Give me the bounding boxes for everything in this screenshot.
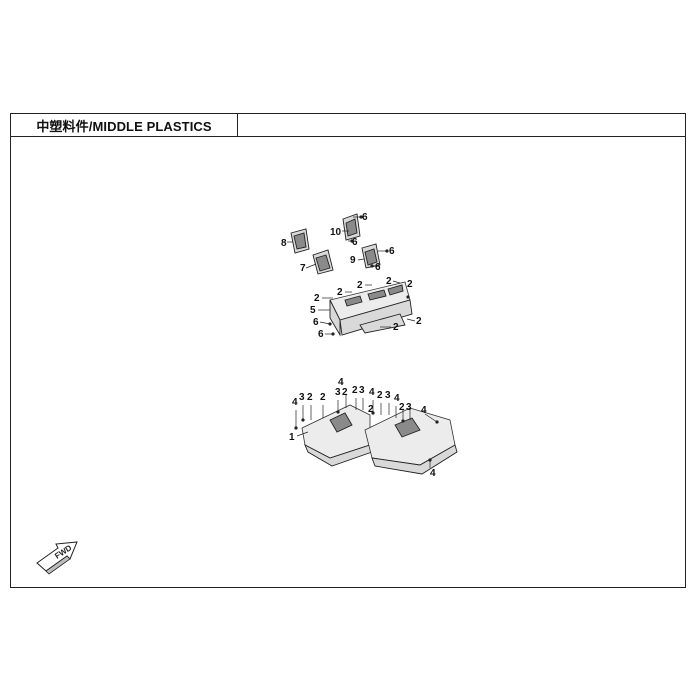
callout-2: 2 bbox=[357, 280, 363, 291]
callout-2: 2 bbox=[314, 293, 320, 304]
callout-4: 4 bbox=[421, 405, 427, 416]
fasteners bbox=[294, 215, 439, 462]
callout-4: 4 bbox=[369, 387, 375, 398]
callout-6: 6 bbox=[362, 212, 368, 223]
callout-9: 9 bbox=[350, 255, 356, 266]
callout-2: 2 bbox=[342, 387, 348, 398]
fwd-arrow: FWD bbox=[36, 541, 78, 575]
callout-6: 6 bbox=[389, 246, 395, 257]
callout-2: 2 bbox=[386, 276, 392, 287]
callout-2: 2 bbox=[352, 385, 358, 396]
callout-2: 2 bbox=[307, 392, 313, 403]
leader-lines bbox=[287, 216, 438, 468]
callout-4: 4 bbox=[292, 397, 298, 408]
callout-3: 3 bbox=[406, 402, 412, 413]
callout-4: 4 bbox=[338, 377, 344, 388]
callout-2: 2 bbox=[407, 279, 413, 290]
floor-panel-left bbox=[301, 404, 373, 467]
callout-2: 2 bbox=[320, 392, 326, 403]
callout-2: 2 bbox=[368, 404, 374, 415]
part-8-bracket bbox=[290, 228, 310, 254]
part-10-bracket bbox=[342, 213, 361, 241]
title-box: 中塑料件/MIDDLE PLASTICS bbox=[10, 113, 238, 137]
callout-2: 2 bbox=[393, 322, 399, 333]
callout-2: 2 bbox=[416, 316, 422, 327]
callout-3: 3 bbox=[359, 385, 365, 396]
page-title: 中塑料件/MIDDLE PLASTICS bbox=[36, 118, 212, 134]
part-7-vent bbox=[312, 249, 334, 275]
callout-4: 4 bbox=[394, 393, 400, 404]
title-divider bbox=[10, 136, 686, 137]
callout-3: 3 bbox=[335, 387, 341, 398]
callout-10: 10 bbox=[330, 227, 342, 238]
callout-3: 3 bbox=[385, 390, 391, 401]
callout-7: 7 bbox=[300, 263, 306, 274]
callout-5: 5 bbox=[310, 305, 316, 316]
callout-8: 8 bbox=[281, 238, 287, 249]
callout-6: 6 bbox=[352, 237, 358, 248]
floor-panel-right bbox=[364, 407, 458, 475]
callout-2: 2 bbox=[377, 390, 383, 401]
callouts: 8 10 6 6 7 9 6 6 2 2 2 2 2 2 2 5 6 6 1 4… bbox=[281, 212, 436, 479]
callout-3: 3 bbox=[299, 392, 305, 403]
callout-1: 1 bbox=[289, 432, 295, 443]
callout-6: 6 bbox=[313, 317, 319, 328]
callout-2: 2 bbox=[337, 287, 343, 298]
callout-4: 4 bbox=[430, 468, 436, 479]
callout-6: 6 bbox=[375, 262, 381, 273]
callout-6: 6 bbox=[318, 329, 324, 340]
diagram-frame bbox=[10, 113, 686, 588]
callout-2: 2 bbox=[399, 402, 405, 413]
part-9-vent bbox=[361, 243, 381, 269]
center-console bbox=[329, 281, 413, 337]
